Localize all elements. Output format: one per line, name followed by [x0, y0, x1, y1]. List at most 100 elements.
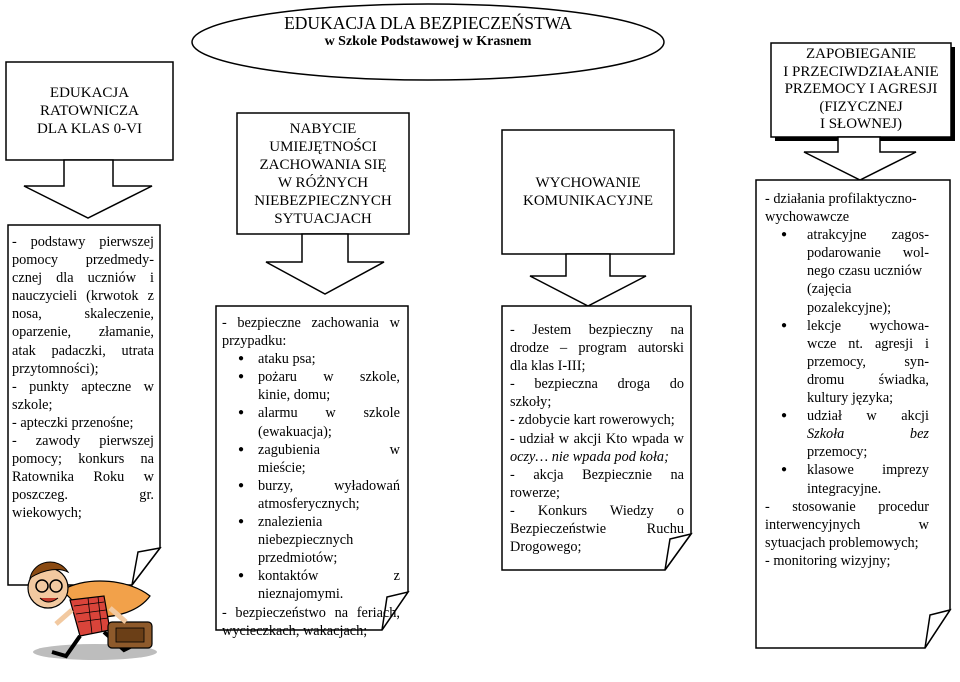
list-item-line: burzy, wyładowań	[258, 477, 400, 494]
list-item-line: atrakcyjne zagos-	[807, 227, 929, 244]
page-subtitle: w Szkole Podstawowej w Krasnem	[324, 34, 532, 49]
col2-outro-line: - bezpieczeństwo na feriach,	[222, 604, 400, 621]
list-item-line: kinie, domu;	[258, 387, 331, 404]
list-item: burzy, wyładowań atmosferycznych;	[222, 477, 400, 513]
col1-line: - podstawy pierwszej	[12, 234, 154, 250]
col1-line: - zawody pierwszej	[12, 433, 154, 450]
col1-line: cznej dla uczniów i	[12, 270, 154, 287]
col1-line: pomocy przedmedy-	[12, 252, 154, 269]
col2-intro-line: przypadku:	[222, 333, 287, 350]
list-item: klasowe imprezy integracyjne.	[765, 461, 929, 497]
list-item-line: znalezienia	[258, 514, 323, 531]
list-item-line: (ewakuacja);	[258, 423, 332, 440]
col3-line: - zdobycie kart rowerowych;	[510, 412, 675, 429]
col4-arrow	[803, 136, 917, 181]
col4-outro-line: - stosowanie procedur	[765, 498, 929, 515]
list-item: znalezienia niebezpiecznych przedmiotów;	[222, 513, 400, 567]
col2-heading-frame	[236, 112, 410, 235]
col2-intro-line: - bezpieczne zachowania w	[222, 315, 400, 331]
col1-line: oparzenie, złamanie,	[12, 324, 154, 341]
col2-arrow	[265, 233, 385, 295]
col2-bullet-list: ataku psa; pożaru w szkole, kinie, domu;…	[222, 350, 400, 603]
col1-line: - punkty apteczne w	[12, 378, 154, 395]
col4-heading-line: I PRZECIWDZIAŁANIE	[783, 63, 939, 80]
col1-line: nosa, skaleczenie,	[12, 306, 154, 323]
list-item-line: wcze nt. agresji i	[807, 335, 929, 352]
list-item-line: ataku psa;	[258, 351, 316, 368]
list-item: alarmu w szkole (ewakuacja);	[222, 404, 400, 440]
list-item: udział w akcji Szkoła bez przemocy;	[765, 407, 929, 461]
col2-heading: NABYCIE UMIEJĘTNOŚCI ZACHOWANIA SIĘ W RÓ…	[237, 113, 409, 234]
col3-heading-frame	[501, 129, 675, 255]
list-item: atrakcyjne zagos- podarowanie wol- nego …	[765, 226, 929, 316]
col2-heading-line: SYTUACJACH	[274, 210, 372, 227]
col4-heading-line: I SŁOWNEJ)	[819, 116, 903, 133]
col3-heading: WYCHOWANIE KOMUNIKACYJNE	[502, 130, 674, 254]
col3-fold	[664, 532, 693, 571]
list-item-line: udział w akcji	[807, 408, 929, 425]
col3-heading-line: WYCHOWANIE	[535, 175, 641, 191]
page-title: EDUKACJA DLA BEZPIECZEŃSTWA	[284, 13, 572, 33]
col3-line: Bezpieczeństwie Ruchu	[510, 521, 684, 538]
col4-outro-line: sytuacjach problemowych;	[765, 534, 919, 551]
col3-line: rowerze;	[510, 484, 561, 501]
list-item-line: atmosferycznych;	[258, 495, 360, 512]
header: EDUKACJA DLA BEZPIECZEŃSTWA w Szkole Pod…	[192, 12, 664, 50]
col1-line: poszczeg. gr.	[12, 487, 154, 504]
list-item-line: pożaru w szkole,	[258, 369, 400, 386]
col2-heading-line: W RÓŻNYCH	[277, 174, 369, 191]
col1-heading-line: DLA KLAS 0-VI	[37, 121, 142, 137]
list-item-line: dromu świadka,	[807, 371, 929, 388]
col1-line: wiekowych;	[12, 505, 82, 522]
col1-heading: EDUKACJA RATOWNICZA DLA KLAS 0-VI	[6, 62, 173, 160]
list-item-line: przedmiotów;	[258, 550, 338, 567]
col3-line: - Jestem bezpieczny na	[510, 322, 684, 338]
list-item-line: podarowanie wol-	[807, 245, 929, 262]
col1-heading-line: EDUKACJA	[49, 85, 130, 101]
col3-line: dla klas I-III;	[510, 358, 586, 375]
col2-heading-line: UMIEJĘTNOŚCI	[269, 138, 377, 155]
list-item: zagubienia w mieście;	[222, 441, 400, 477]
col4-fold	[924, 608, 952, 649]
col3-line: - Konkurs Wiedzy o	[510, 502, 684, 519]
col1-line: atak padaczki, utrata	[12, 342, 154, 359]
list-item-line: zagubienia w	[258, 441, 400, 458]
list-item-line: pozalekcyjne);	[807, 299, 892, 316]
list-item: pożaru w szkole, kinie, domu;	[222, 368, 400, 404]
col1-line: nauczycieli (krwotok z	[12, 288, 154, 305]
col2-heading-line: NABYCIE	[289, 120, 357, 137]
list-item-line: klasowe imprezy	[807, 462, 929, 479]
col3-line: szkoły;	[510, 394, 552, 411]
col1-fold	[131, 546, 162, 586]
list-item-line: kultury języka;	[807, 390, 894, 407]
col2-body: - bezpieczne zachowania w przypadku: ata…	[222, 314, 400, 640]
list-item-line: nieznajomymi.	[258, 586, 344, 603]
col3-body: - Jestem bezpieczny na drodze – program …	[510, 321, 684, 556]
list-item-line: mieście;	[258, 459, 306, 476]
col1-line: przytomności);	[12, 360, 99, 377]
col1-arrow	[23, 159, 153, 219]
list-item-line: lekcje wychowa-	[807, 317, 929, 334]
col3-line: - bezpieczna droga do	[510, 376, 684, 393]
running-boy-illustration	[27, 561, 157, 660]
col2-outro-line: wycieczkach, wakacjach;	[222, 622, 368, 639]
col4-heading-frame	[770, 42, 952, 138]
list-item: ataku psa;	[222, 350, 400, 368]
col4-outro-line: interwencyjnych w	[765, 516, 929, 533]
col3-arrow	[529, 253, 647, 307]
col4-outro-line: - monitoring wizyjny;	[765, 552, 891, 569]
list-item-line: kontaktów z	[258, 568, 400, 585]
col3-line: oczy… nie wpada pod koła;	[510, 448, 669, 465]
col3-line: - akcja Bezpiecznie na	[510, 466, 684, 483]
col2-heading-line: ZACHOWANIA SIĘ	[259, 156, 387, 173]
col4-heading: ZAPOBIEGANIE I PRZECIWDZIAŁANIE PRZEMOCY…	[771, 43, 951, 137]
col4-intro-line: wychowawcze	[765, 209, 850, 226]
col1-heading-line: RATOWNICZA	[40, 103, 139, 119]
col4-intro-line: - działania profilaktyczno-	[765, 191, 917, 207]
list-item-line: niebezpiecznych	[258, 532, 354, 549]
col3-heading-line: KOMUNIKACYJNE	[523, 193, 653, 209]
col4-body: - działania profilaktyczno- wychowawcze …	[765, 190, 929, 570]
col4-heading-line: (FIZYCZNEJ	[819, 98, 903, 115]
list-item-line: nego czasu uczniów	[807, 263, 923, 280]
